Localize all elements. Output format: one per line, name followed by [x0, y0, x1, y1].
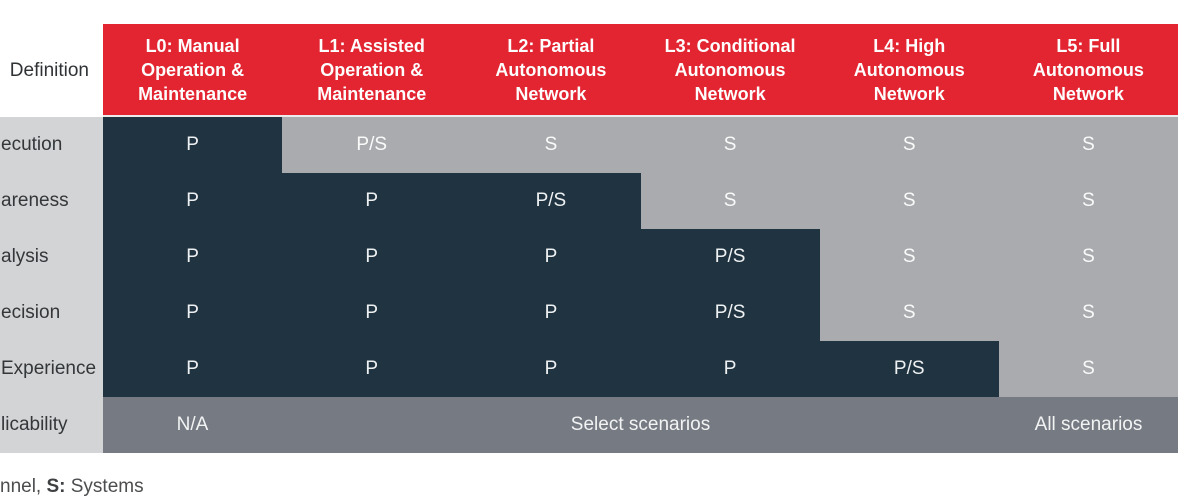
applicability-strip: N/A Select scenarios All scenarios — [103, 397, 1178, 453]
cell-analysis-l0: P — [103, 229, 283, 285]
row-label-analysis: alysis — [0, 229, 103, 285]
row-label-text: alysis — [1, 246, 49, 267]
cell-execution-l4: S — [819, 117, 999, 173]
definition-header-cell: Definition — [0, 24, 103, 117]
cell-awareness-l1: P — [282, 173, 462, 229]
autonomy-levels-table: Definition L0: Manual Operation & Mainte… — [0, 24, 1178, 453]
cell-decision-l4: S — [819, 285, 999, 341]
cell-execution-l3: S — [640, 117, 820, 173]
definition-label: Definition — [9, 59, 89, 81]
cell-experience-l4: P/S — [819, 341, 999, 397]
cell-decision-l1: P — [282, 285, 462, 341]
cell-experience-l3: P — [640, 341, 820, 397]
column-header-l0: L0: Manual Operation & Maintenance — [103, 24, 283, 117]
cell-decision-l0: P — [103, 285, 283, 341]
row-label-awareness: areness — [0, 173, 103, 229]
cell-analysis-l5: S — [998, 229, 1178, 285]
cell-awareness-l4: S — [819, 173, 999, 229]
cell-analysis-l1: P — [282, 229, 462, 285]
cell-experience-l1: P — [282, 341, 462, 397]
cell-decision-l3: P/S — [640, 285, 820, 341]
row-label-decision: ecision — [0, 285, 103, 341]
cell-analysis-l4: S — [819, 229, 999, 285]
column-header-l2: L2: Partial Autonomous Network — [461, 24, 641, 117]
applicability-l5-value: All scenarios — [1034, 414, 1143, 435]
row-label-text: Experience — [1, 358, 97, 379]
cell-awareness-l2: P/S — [461, 173, 641, 229]
footnote-suffix: Systems — [65, 476, 144, 497]
column-header-l3: L3: Conditional Autonomous Network — [640, 24, 820, 117]
cell-analysis-l2: P — [461, 229, 641, 285]
cell-analysis-l3: P/S — [640, 229, 820, 285]
cell-execution-l0: P — [103, 117, 283, 173]
cell-awareness-l0: P — [103, 173, 283, 229]
cell-experience-l2: P — [461, 341, 641, 397]
cell-decision-l5: S — [998, 285, 1178, 341]
cell-execution-l1: P/S — [282, 117, 462, 173]
applicability-middle-value: Select scenarios — [570, 414, 711, 435]
row-label-experience: Experience — [0, 341, 103, 397]
row-label-text: ecution — [1, 134, 63, 155]
cell-execution-l2: S — [461, 117, 641, 173]
cell-experience-l0: P — [103, 341, 283, 397]
column-header-l5: L5: Full Autonomous Network — [998, 24, 1178, 117]
cell-decision-l2: P — [461, 285, 641, 341]
row-label-execution: ecution — [0, 117, 103, 173]
column-header-l4: L4: High Autonomous Network — [819, 24, 999, 117]
row-label-text: areness — [1, 190, 69, 211]
footnote-prefix: nnel, — [0, 476, 47, 497]
row-label-text: ecision — [1, 302, 61, 323]
row-label-applicability: licability — [0, 397, 103, 453]
footnote: nnel, S: Systems — [0, 476, 144, 498]
cell-experience-l5: S — [998, 341, 1178, 397]
cell-awareness-l5: S — [998, 173, 1178, 229]
column-header-l1: L1: Assisted Operation & Maintenance — [282, 24, 462, 117]
footnote-systems-key: S: — [46, 476, 66, 497]
cell-awareness-l3: S — [640, 173, 820, 229]
cell-execution-l5: S — [998, 117, 1178, 173]
applicability-l0-value: N/A — [176, 414, 209, 435]
row-label-text: licability — [1, 414, 68, 435]
